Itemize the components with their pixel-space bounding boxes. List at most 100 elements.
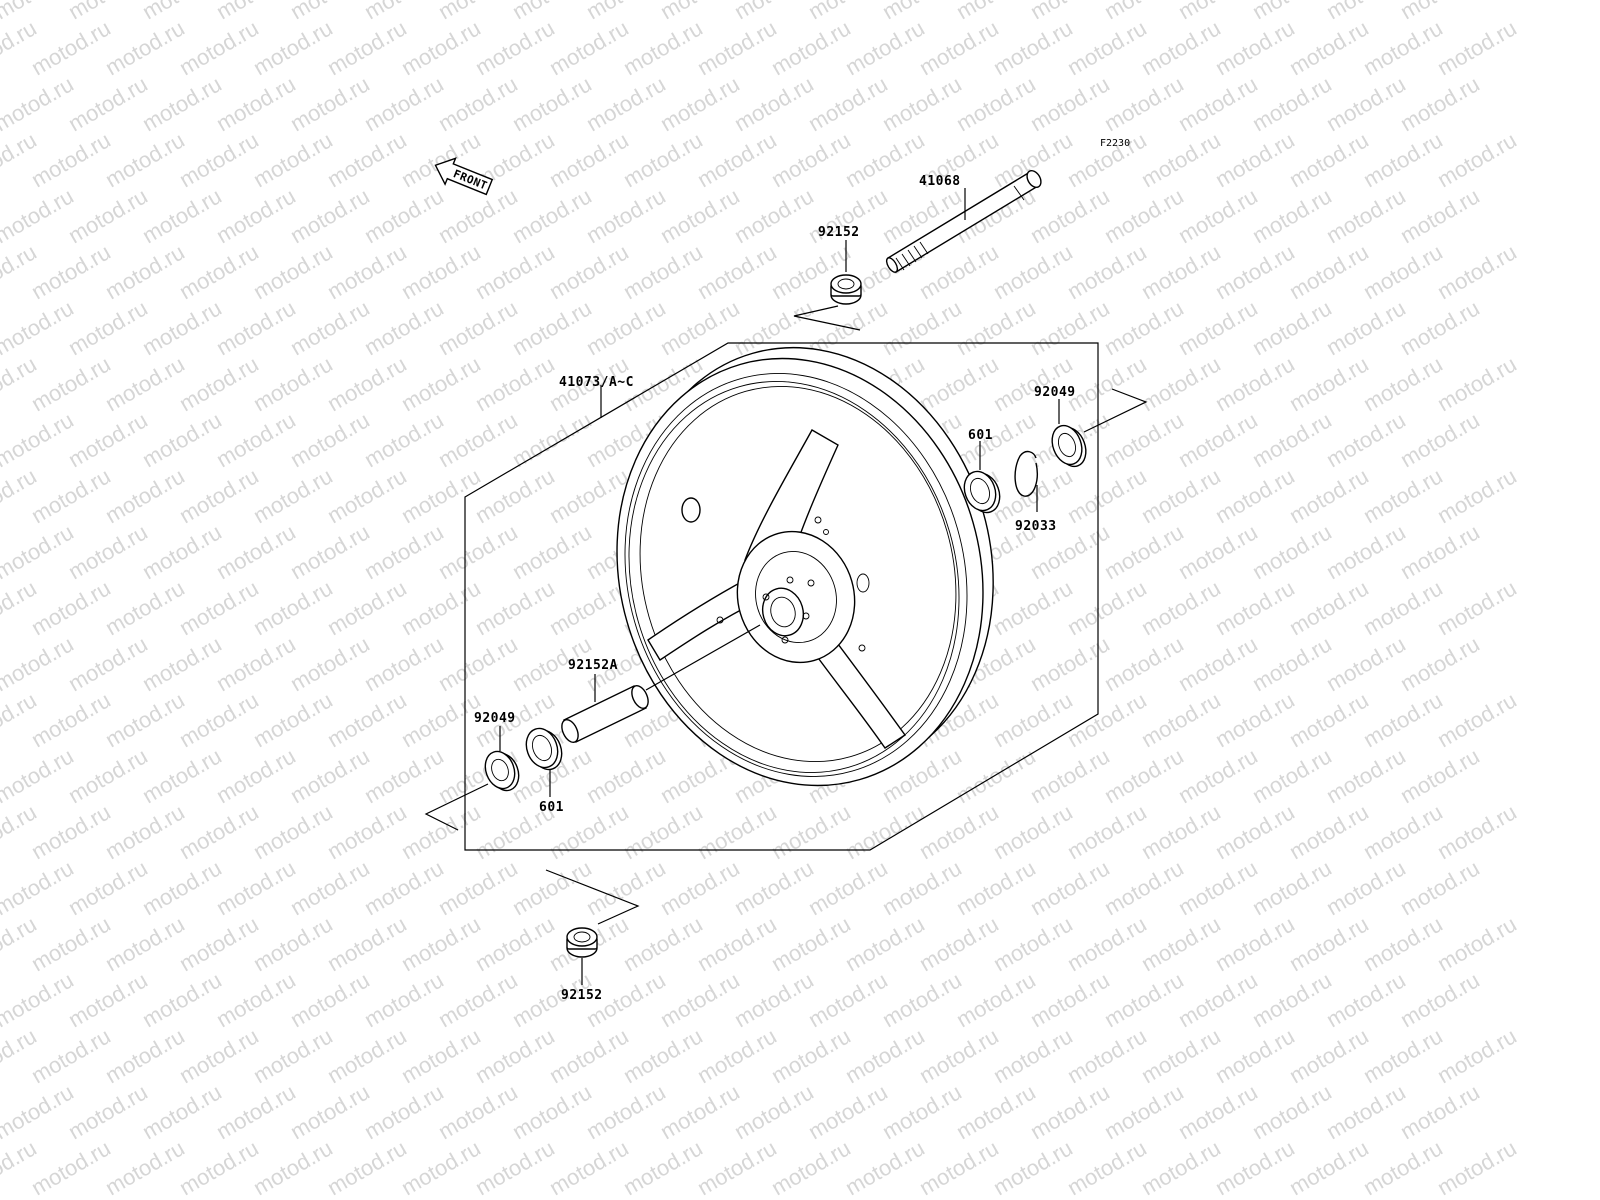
watermark-text: motod.ru [212, 407, 300, 472]
watermark-text: motod.ru [1396, 855, 1484, 920]
watermark-text: motod.ru [175, 799, 263, 864]
watermark-text: motod.ru [582, 71, 670, 136]
watermark-text: motod.ru [27, 15, 115, 80]
watermark-text: motod.ru [1433, 799, 1521, 864]
watermark-text: motod.ru [138, 855, 226, 920]
watermark-text: motod.ru [1026, 295, 1114, 360]
watermark-text: motod.ru [175, 15, 263, 80]
watermark-text: motod.ru [656, 855, 744, 920]
watermark-text: motod.ru [323, 911, 411, 976]
watermark-text: motod.ru [323, 799, 411, 864]
watermark-text: motod.ru [249, 575, 337, 640]
collar-bottom-part [566, 927, 598, 958]
watermark-text: motod.ru [434, 295, 522, 360]
watermark-text: motod.ru [1063, 799, 1151, 864]
watermark-text: motod.ru [1063, 1023, 1151, 1088]
watermark-text: motod.ru [249, 15, 337, 80]
watermark-text: motod.ru [1359, 575, 1447, 640]
watermark-text: motod.ru [64, 967, 152, 1032]
watermark-text: motod.ru [1063, 239, 1151, 304]
watermark-text: motod.ru [841, 1023, 929, 1088]
watermark-text: motod.ru [619, 239, 707, 304]
watermark-text: motod.ru [1322, 71, 1410, 136]
watermark-text: motod.ru [915, 15, 1003, 80]
watermark-text: motod.ru [767, 15, 855, 80]
watermark-text: motod.ru [1248, 295, 1336, 360]
watermark-text: motod.ru [138, 295, 226, 360]
watermark-text: motod.ru [1137, 351, 1225, 416]
watermark-text: motod.ru [101, 239, 189, 304]
watermark-text: motod.ru [1433, 239, 1521, 304]
watermark-text: motod.ru [656, 71, 744, 136]
watermark-text: motod.ru [101, 127, 189, 192]
seal-left-part [484, 750, 520, 792]
watermark-text: motod.ru [693, 799, 781, 864]
label-axle: 41068 [919, 174, 961, 189]
watermark-text: motod.ru [989, 911, 1077, 976]
watermark-text: motod.ru [730, 183, 818, 248]
watermark-text: motod.ru [1285, 127, 1373, 192]
watermark-text: motod.ru [138, 967, 226, 1032]
watermark-text: motod.ru [1433, 1135, 1521, 1200]
watermark-text: motod.ru [1433, 911, 1521, 976]
watermark-text: motod.ru [1433, 127, 1521, 192]
watermark-text: motod.ru [249, 351, 337, 416]
watermark-text: motod.ru [434, 71, 522, 136]
watermark-text: motod.ru [1433, 1023, 1521, 1088]
watermark-text: motod.ru [1359, 687, 1447, 752]
watermark-text: motod.ru [1137, 799, 1225, 864]
label-wheel: 41073/A~C [559, 375, 634, 390]
watermark-text: motod.ru [397, 15, 485, 80]
watermark-text: motod.ru [730, 71, 818, 136]
watermark-text: motod.ru [693, 911, 781, 976]
watermark-text: motod.ru [1211, 575, 1299, 640]
watermark-text: motod.ru [693, 1023, 781, 1088]
watermark-text: motod.ru [64, 743, 152, 808]
watermark-text: motod.ru [1359, 127, 1447, 192]
watermark-text: motod.ru [212, 967, 300, 1032]
watermark-text: motod.ru [508, 1079, 596, 1144]
watermark-text: motod.ru [1248, 407, 1336, 472]
watermark-text: motod.ru [64, 855, 152, 920]
watermark-text: motod.ru [0, 967, 78, 1032]
watermark-text: motod.ru [471, 575, 559, 640]
watermark-text: motod.ru [0, 631, 78, 696]
watermark-text: motod.ru [1026, 631, 1114, 696]
watermark-text: motod.ru [175, 575, 263, 640]
watermark-text: motod.ru [656, 1079, 744, 1144]
watermark-text: motod.ru [1137, 687, 1225, 752]
watermark-text: motod.ru [1100, 407, 1188, 472]
watermark-text: motod.ru [1174, 855, 1262, 920]
watermark-text: motod.ru [1285, 1135, 1373, 1200]
watermark-text: motod.ru [323, 239, 411, 304]
watermark-text: motod.ru [952, 407, 1040, 472]
watermark-text: motod.ru [0, 183, 78, 248]
watermark-text: motod.ru [0, 855, 78, 920]
watermark-text: motod.ru [730, 967, 818, 1032]
watermark-text: motod.ru [286, 71, 374, 136]
watermark-text: motod.ru [212, 855, 300, 920]
spacer-part [561, 685, 649, 743]
watermark-text: motod.ru [1359, 1023, 1447, 1088]
watermark-text: motod.ru [1174, 519, 1262, 584]
watermark-text: motod.ru [989, 799, 1077, 864]
watermark-text: motod.ru [212, 295, 300, 360]
watermark-text: motod.ru [64, 71, 152, 136]
watermark-text: motod.ru [323, 351, 411, 416]
watermark-text: motod.ru [1396, 743, 1484, 808]
watermark-text: motod.ru [730, 1079, 818, 1144]
watermark-text: motod.ru [1248, 519, 1336, 584]
watermark-text: motod.ru [1100, 967, 1188, 1032]
label-spacer: 92152A [568, 658, 618, 673]
watermark-text: motod.ru [175, 463, 263, 528]
watermark-text: motod.ru [1100, 519, 1188, 584]
watermark-text: motod.ru [0, 519, 78, 584]
watermark-text: motod.ru [508, 71, 596, 136]
watermark-text: motod.ru [545, 127, 633, 192]
wheel-part [616, 346, 994, 787]
watermark-text: motod.ru [1063, 1135, 1151, 1200]
watermark-text: motod.ru [656, 183, 744, 248]
watermark-text: motod.ru [175, 239, 263, 304]
watermark-text: motod.ru [286, 631, 374, 696]
watermark-text: motod.ru [1174, 967, 1262, 1032]
